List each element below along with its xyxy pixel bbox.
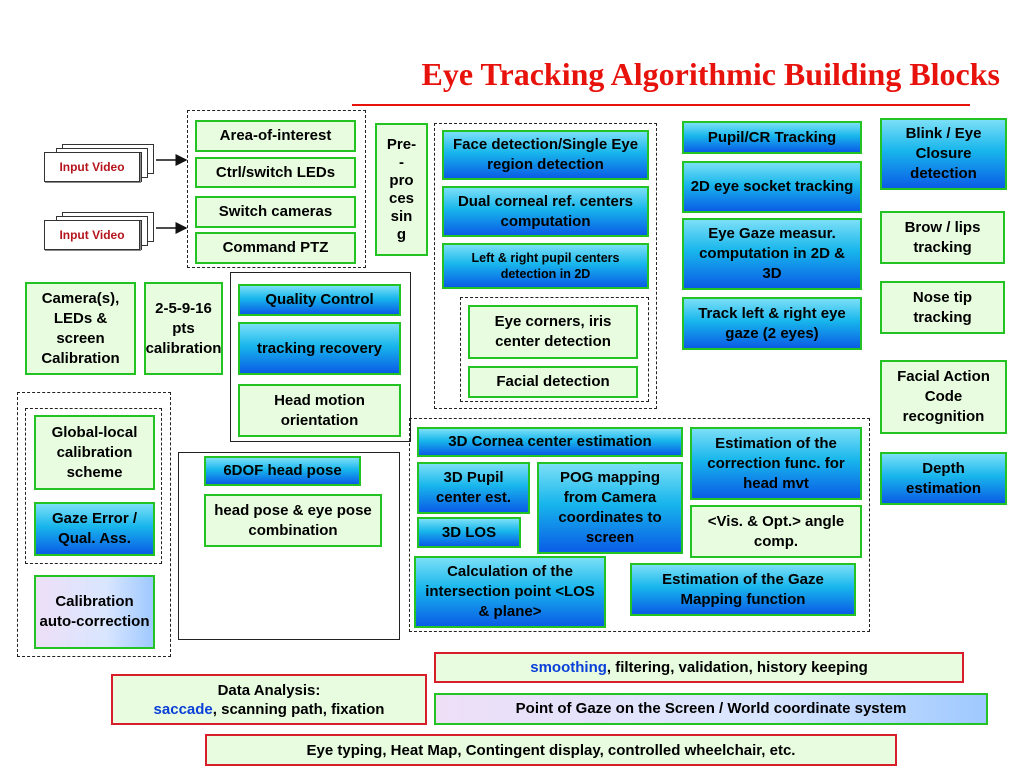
calibration-auto-correction-box: Calibration auto-correction [34,575,155,649]
3d-group-frame [409,418,870,632]
gaze-error-box: Gaze Error / Qual. Ass. [34,502,155,556]
point-of-gaze-box: Point of Gaze on the Screen / World coor… [434,693,988,725]
camera-calibration-box: Camera(s), LEDs & screen Calibration [25,282,136,375]
brow-lips-box: Brow / lips tracking [880,211,1005,264]
data-analysis-rest: , scanning path, fixation [212,700,385,718]
eye-corners-box: Eye corners, iris center detection [468,305,638,359]
area-of-interest-box: Area-of-interest [195,120,356,152]
head-correction-box: Estimation of the correction func. for h… [690,427,862,500]
head-pose-group-frame [178,452,400,640]
depth-estimation-box: Depth estimation [880,452,1007,505]
head-motion-box: Head motion orientation [238,384,401,437]
dual-corneal-box: Dual corneal ref. centers computation [442,186,649,237]
quality-control-box: Quality Control [238,284,401,316]
page-title: Eye Tracking Algorithmic Building Blocks [421,56,1000,92]
intersection-point-box: Calculation of the intersection point <L… [414,556,606,628]
nose-tip-box: Nose tip tracking [880,281,1005,334]
smoothing-word: smoothing [530,659,607,676]
smoothing-rest: , filtering, validation, history keeping [606,659,868,676]
pupil-centers-box: Left & right pupil centers detection in … [442,243,649,289]
smoothing-box: smoothing, filtering, validation, histor… [434,652,964,683]
title-underline [352,104,970,106]
facial-action-code-box: Facial Action Code recognition [880,360,1007,434]
calibration-group-frame [17,392,171,657]
3d-cornea-box: 3D Cornea center estimation [417,427,683,457]
switch-cameras-box: Switch cameras [195,196,356,228]
input-video-label-1: Input Video [44,152,140,182]
saccade-word: saccade [153,700,213,718]
control-group-frame [187,110,366,268]
eye-socket-tracking-box: 2D eye socket tracking [682,161,862,213]
face-eye-group-frame [434,123,657,409]
data-analysis-box: Data Analysis: saccade, scanning path, f… [111,674,427,725]
3d-pupil-box: 3D Pupil center est. [417,462,530,514]
vis-opt-angle-box: <Vis. & Opt.> angle comp. [690,505,862,558]
quality-group-frame [230,272,411,442]
eye-features-group-frame [460,297,649,402]
6dof-head-pose-box: 6DOF head pose [204,456,361,486]
eye-gaze-computation-box: Eye Gaze measur. computation in 2D & 3D [682,218,862,290]
global-local-calibration-box: Global-local calibration scheme [34,415,155,490]
track-both-eyes-box: Track left & right eye gaze (2 eyes) [682,297,862,350]
command-ptz-box: Command PTZ [195,232,356,264]
input-video-label-2: Input Video [44,220,140,250]
data-analysis-heading: Data Analysis: [217,681,321,699]
tracking-recovery-box: tracking recovery [238,322,401,375]
gaze-mapping-box: Estimation of the Gaze Mapping function [630,563,856,616]
head-eye-pose-combination-box: head pose & eye pose combination [204,494,382,547]
points-calibration-box: 2-5-9-16 pts calibration [144,282,223,375]
applications-box: Eye typing, Heat Map, Contingent display… [205,734,897,766]
3d-los-box: 3D LOS [417,517,521,548]
ctrl-switch-leds-box: Ctrl/switch LEDs [195,157,356,188]
pog-mapping-box: POG mapping from Camera coordinates to s… [537,462,683,554]
face-detection-box: Face detection/Single Eye region detecti… [442,130,649,180]
pupil-cr-tracking-box: Pupil/CR Tracking [682,121,862,154]
preprocessing-box: Pre- - pro ces sin g [375,123,428,256]
calibration-subgroup-frame [25,408,162,564]
blink-detection-box: Blink / Eye Closure detection [880,118,1007,190]
facial-detection-box: Facial detection [468,366,638,398]
